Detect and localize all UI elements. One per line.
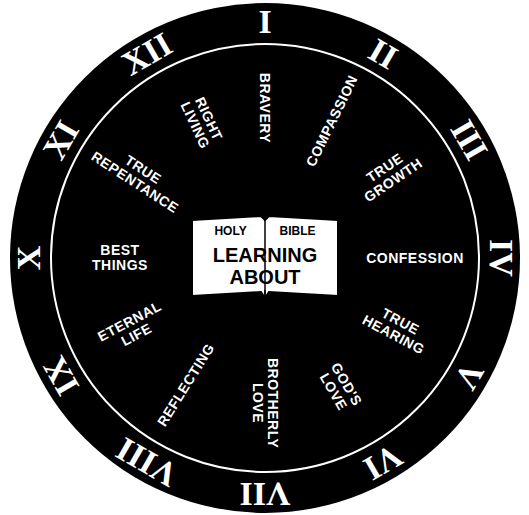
book-title: HOLY xyxy=(214,224,246,238)
clock-numeral: I xyxy=(258,4,271,40)
book-spine xyxy=(264,290,266,298)
clock-numeral: VIII xyxy=(110,431,183,494)
clock-numeral: XI xyxy=(36,115,86,166)
virtue-label: TRUE GROWTH xyxy=(353,143,425,205)
clock-numeral: II xyxy=(363,32,404,76)
inner-ring xyxy=(51,44,479,472)
virtue-label: REFLECTING xyxy=(154,341,217,429)
virtue-label: BRAVERY xyxy=(258,73,273,143)
clock-numeral: X xyxy=(11,246,47,271)
clock-numeral: VI xyxy=(358,437,409,487)
book-title: BIBLE xyxy=(280,224,316,238)
virtue-label: CONFESSION xyxy=(366,251,464,266)
virtue-label: TRUE REPENTANCE xyxy=(89,137,189,216)
clock-numeral: XII xyxy=(116,25,178,81)
virtue-label: TRUE HEARING xyxy=(360,299,434,357)
clock-numeral: III xyxy=(444,114,495,166)
open-bible: HOLY BIBLE LEARNING ABOUT xyxy=(190,214,340,302)
virtue-label: GOD'S LOVE xyxy=(316,360,365,415)
dial-face xyxy=(10,3,520,513)
virtue-label: BEST THINGS xyxy=(92,243,148,272)
clock-numeral: IX xyxy=(36,351,86,402)
clock-numeral: IV xyxy=(483,239,519,277)
center-heading: LEARNING ABOUT xyxy=(213,244,317,288)
virtue-label: COMPASSION xyxy=(303,73,360,169)
virtue-label: RIGHT LIVING xyxy=(178,93,226,150)
clock-numeral: V xyxy=(448,356,491,395)
virtue-label: ETERNAL LIFE xyxy=(95,299,170,357)
clock-numeral: VII xyxy=(239,476,290,512)
